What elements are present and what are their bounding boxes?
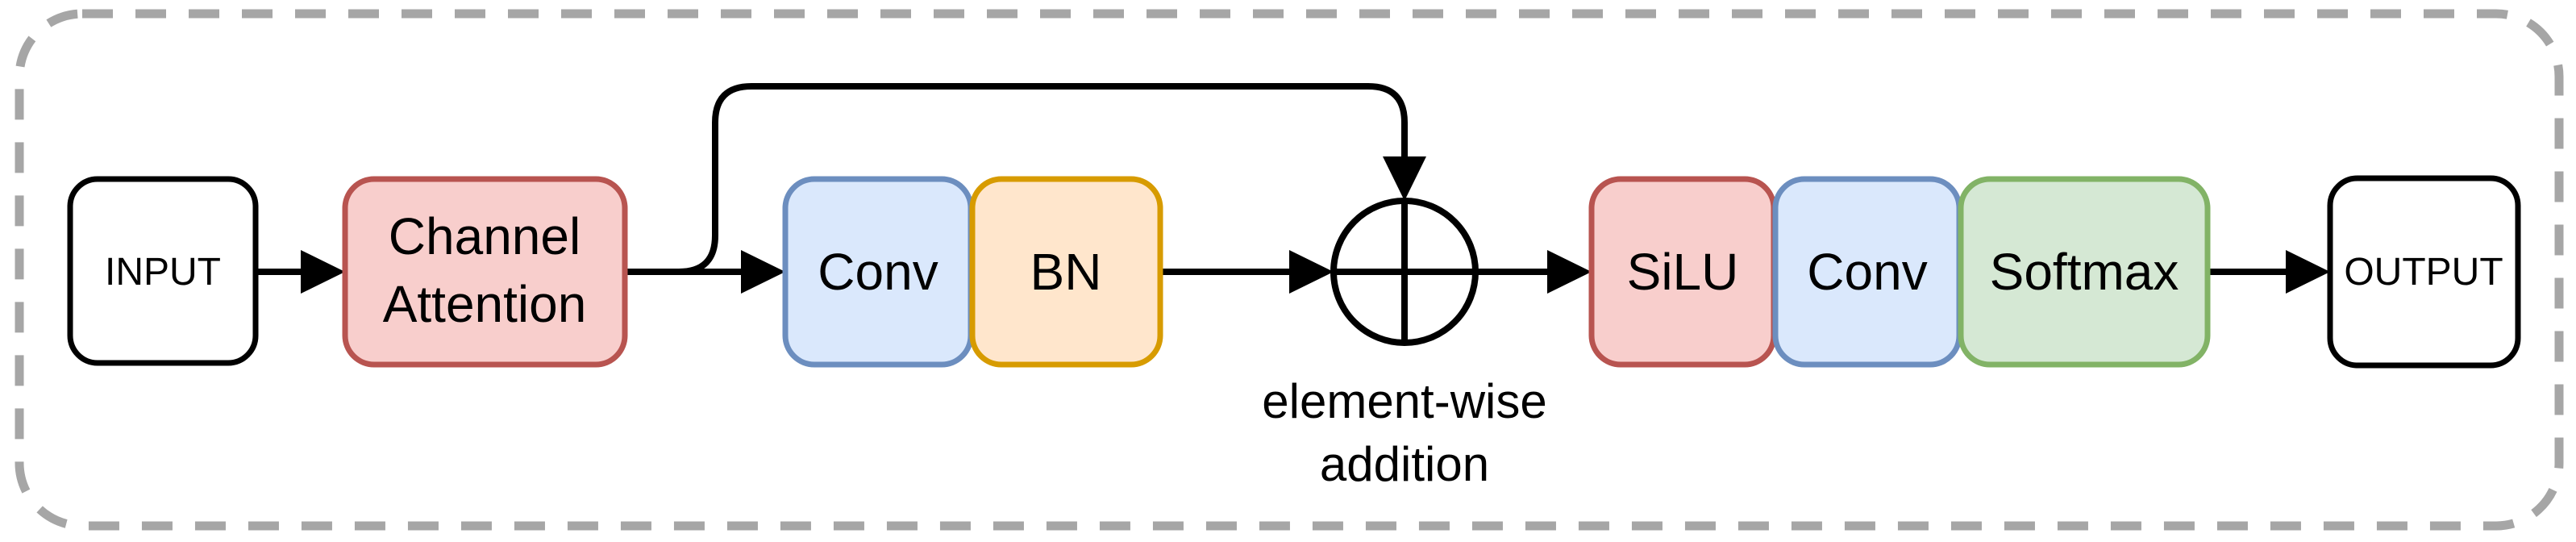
arrowhead-into-output — [2286, 250, 2330, 294]
addition-caption-line2: addition — [1320, 437, 1489, 491]
node-conv2: Conv — [1772, 176, 1962, 368]
arrowhead-into-addition — [1289, 250, 1334, 294]
arrowhead-into-silu — [1547, 250, 1592, 294]
bn-label: BN — [1030, 243, 1102, 301]
node-channel-attention: Channel Attention — [342, 176, 628, 368]
silu-label: SiLU — [1627, 243, 1739, 301]
conv1-label: Conv — [818, 243, 938, 301]
arrowhead-into-attention — [301, 250, 345, 294]
node-silu: SiLU — [1588, 176, 1777, 368]
edges-group — [256, 83, 2330, 294]
dashed-frame — [15, 9, 2564, 531]
conv2-label: Conv — [1807, 243, 1927, 301]
input-box — [67, 176, 259, 366]
node-conv1: Conv — [782, 176, 974, 368]
channel-attention-label-line1: Channel — [389, 207, 581, 265]
arrowhead-into-conv1 — [741, 250, 785, 294]
arrowhead-skip-into-addition — [1383, 156, 1426, 201]
input-label: INPUT — [105, 251, 221, 294]
bn-box — [969, 176, 1163, 368]
node-input: INPUT — [67, 176, 259, 366]
softmax-label: Softmax — [1990, 243, 2179, 301]
channel-attention-box — [342, 176, 628, 368]
output-box — [2327, 175, 2521, 369]
channel-attention-label-line2: Attention — [383, 275, 587, 333]
node-bn: BN — [969, 176, 1163, 368]
elementwise-addition-icon: element-wise addition — [1262, 198, 1547, 491]
node-softmax: Softmax — [1958, 176, 2211, 368]
addition-caption-line1: element-wise — [1262, 374, 1546, 428]
node-output: OUTPUT — [2327, 175, 2521, 369]
output-label: OUTPUT — [2344, 251, 2503, 294]
softmax-box — [1958, 176, 2211, 368]
edge-skip-connection — [678, 83, 1408, 275]
